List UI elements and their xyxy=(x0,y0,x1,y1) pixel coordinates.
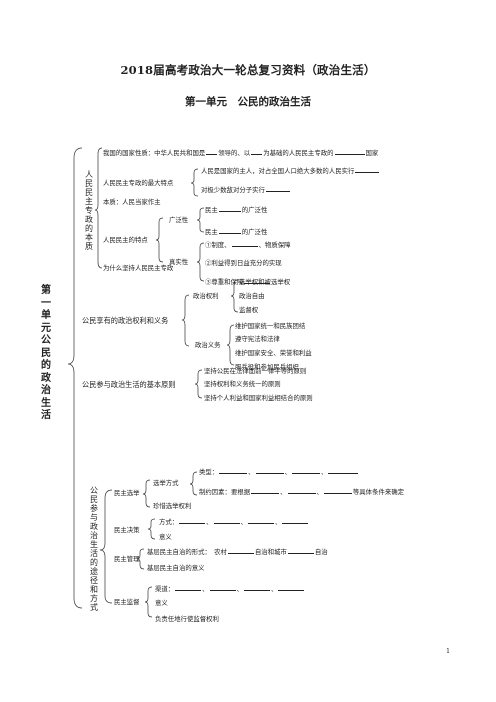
s2-duties: 政治义务 xyxy=(195,341,221,349)
s2-label: 公民享有的政治权利和义务 xyxy=(82,316,169,325)
s1-breadth: 广泛性 xyxy=(169,216,189,224)
s4-decision: 民主决策 xyxy=(114,526,140,534)
s4-responsible: 负责任地行使监督权利 xyxy=(155,615,219,623)
s2-duty-1: 维护国家统一和民族团结 xyxy=(235,322,306,330)
s2-duty-2: 遵守宪法和法律 xyxy=(235,335,280,343)
s1-features: 人民民主的特点 xyxy=(103,236,148,244)
s4-methods: 方式：、、、 xyxy=(159,517,309,526)
page-number: 1 xyxy=(446,648,450,655)
s2-duty-3: 维护国家安全、荣誉和利益 xyxy=(235,349,312,357)
s1-breadth-a: 民主的广泛性 xyxy=(205,206,268,214)
s4-election: 民主选举 xyxy=(114,489,140,497)
s4-sup-meaning: 意义 xyxy=(155,599,168,607)
s3-label: 公民参与政治生活的基本原则 xyxy=(82,380,176,389)
s4-supervision: 民主监督 xyxy=(114,598,140,606)
s1-breadth-b: 民主的广泛性 xyxy=(205,228,268,236)
s4-management: 民主管理 xyxy=(114,555,140,563)
s1-reality-b: ②利益得到日益充分的实现 xyxy=(205,259,282,267)
s2-right-2: 政治自由 xyxy=(239,292,265,300)
s1-max-feature: 人民民主专政的最大特点 xyxy=(103,179,174,187)
s1-nature-line: 我国的国家性质：中华人民共和国是领导的、以为基础的人民民主专政的国家 xyxy=(103,149,379,157)
s1-essence: 本质：人民当家作主 xyxy=(103,198,161,206)
s2-right-3: 监督权 xyxy=(239,306,259,314)
s4-factors: 制约因素：要根据、、等具体条件来确定 xyxy=(199,488,405,496)
s1-why: 为什么坚持人民民主专政 xyxy=(103,264,174,272)
s1-reality-c: ③尊重和保障 xyxy=(205,277,271,286)
s4-channels: 渠道：、、、 xyxy=(155,584,305,593)
s1-max-a: 人民是国家的主人，对占全国人口绝大多数的人民实行 xyxy=(201,166,380,175)
unit-subtitle: 第一单元 公民的政治生活 xyxy=(185,96,311,108)
s2-duty-4: 服兵役和参加民兵组织 xyxy=(235,363,299,371)
s2-rights: 政治权利 xyxy=(193,292,219,300)
s3-item-2: 坚持权利和义务统一的原则 xyxy=(204,380,281,388)
s4-election-method: 选举方式 xyxy=(153,479,179,487)
s1-reality-a: ①制度、、物质保障 xyxy=(205,241,291,249)
s3-item-1: 坚持公民在法律面前一律平等的原则 xyxy=(204,367,307,375)
s4-cherish: 珍惜选举权利 xyxy=(153,502,192,510)
s4-decision-meaning: 意义 xyxy=(159,533,172,541)
s4-selfgov: 基层民主自治的形式： 农村自治和城市自治 xyxy=(147,548,328,556)
s4-types: 类型：、、、 xyxy=(199,467,359,476)
s3-item-3: 坚持个人利益和国家利益相结合的原则 xyxy=(204,394,313,402)
s4-vertical-label: 公民参与政治生活的途径和方式 xyxy=(90,486,98,612)
unit-vertical-label: 第一单元 公民的政治生活 xyxy=(41,285,61,421)
s4-selfgov-meaning: 基层民主自治的意义 xyxy=(147,564,205,572)
s1-vertical-label: 人民民主专政的本质 xyxy=(85,170,93,251)
s1-max-b: 对极少数敌对分子实行 xyxy=(201,185,291,194)
s2-right-1: 选举权和被选举权 xyxy=(239,278,291,286)
s1-reality: 真实性 xyxy=(169,258,189,266)
document-title: 2018届高考政治大一轮总复习资料（政治生活） xyxy=(120,63,376,77)
